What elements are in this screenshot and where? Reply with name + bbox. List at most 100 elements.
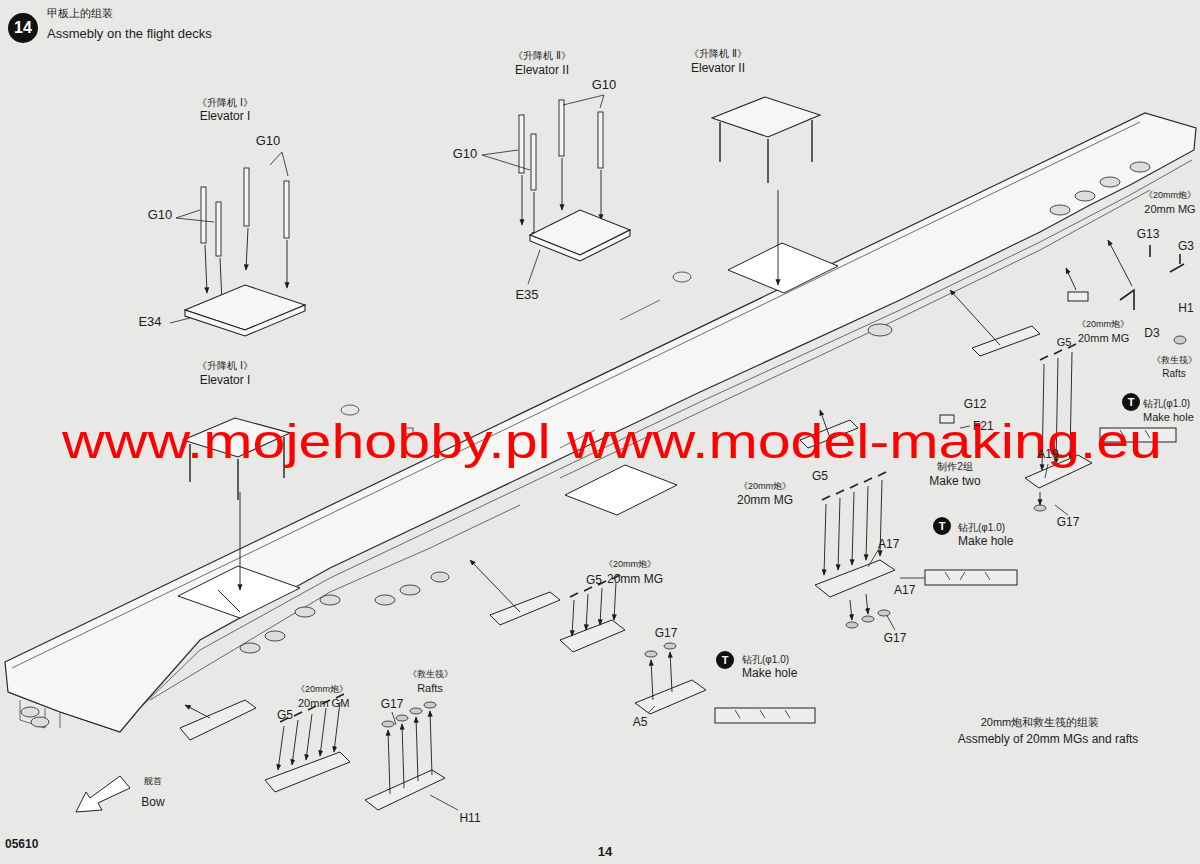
part-number: G3	[1178, 240, 1194, 254]
part-arrow	[778, 190, 779, 285]
deck-opening	[218, 590, 240, 612]
note-text: Rafts	[417, 682, 443, 695]
leader-line	[170, 318, 190, 323]
note-text: 20mm GM	[298, 697, 349, 710]
symbol-text: T	[1128, 397, 1135, 408]
note-text: Bow	[141, 796, 164, 810]
note-text: 《救生筏》	[1152, 355, 1197, 365]
part-arrow	[586, 594, 588, 630]
rafts	[846, 622, 858, 628]
elevator-part	[530, 230, 630, 261]
part-arrow	[388, 730, 390, 794]
elevator-part	[183, 97, 820, 457]
gun-sponson	[1130, 162, 1150, 172]
rafts	[1174, 336, 1186, 344]
note-text: 20mm MG	[1078, 332, 1129, 345]
note-text: 《20mm炮》	[1144, 190, 1196, 200]
part-arrow	[562, 158, 563, 210]
kit-number: 05610	[5, 838, 38, 852]
part-number: G5	[1057, 336, 1072, 349]
gun-sponson	[265, 631, 285, 641]
part-number: G5	[812, 470, 828, 484]
bow-arrow	[76, 776, 130, 812]
note-text: 《20mm炮》	[296, 684, 348, 694]
part-arrow	[185, 705, 210, 718]
note-text: 钻孔(φ1.0)	[958, 522, 1005, 534]
gun-sponson	[431, 572, 449, 582]
post-part	[598, 112, 603, 168]
rafts	[878, 610, 890, 616]
gun-strip	[180, 700, 256, 740]
note-text: Assmebly of 20mm MGs and rafts	[958, 733, 1139, 747]
part-number: D3	[1144, 327, 1159, 341]
drill-symbol: T	[716, 651, 734, 669]
post-part	[216, 202, 221, 256]
gun-sponson	[868, 324, 892, 336]
gun-sponson	[400, 585, 420, 595]
elevator-part	[185, 285, 305, 330]
note-text: 《20mm炮》	[1077, 319, 1129, 329]
part-arrow	[572, 600, 574, 636]
post-part	[244, 168, 249, 226]
note-text: 舰首	[144, 776, 162, 786]
rafts	[396, 715, 408, 721]
part-arrow	[402, 724, 404, 788]
gun-sponson	[21, 707, 39, 717]
part-arrow	[1040, 492, 1041, 505]
deck-detail	[900, 190, 1150, 318]
gun-strip	[635, 680, 706, 714]
part-arrow	[651, 660, 653, 700]
part-arrow	[824, 504, 826, 575]
leader-line	[176, 210, 214, 222]
note-text: Elevator II	[691, 62, 745, 76]
gun-strip	[925, 570, 1017, 585]
drill-symbol: T	[933, 517, 951, 535]
part-arrow	[670, 652, 672, 692]
part-arrow	[1066, 268, 1076, 290]
part-number: G5	[277, 709, 293, 723]
part-arrow	[430, 711, 432, 775]
gun-strip	[1068, 292, 1088, 301]
post-part	[519, 115, 524, 173]
elevator-part	[185, 305, 305, 336]
leader-line	[563, 95, 604, 108]
part-number: G17	[1057, 516, 1080, 530]
part-number: A19	[1037, 448, 1058, 462]
rafts	[410, 708, 422, 714]
note-text: 20mm MG	[737, 494, 793, 508]
note-text: 钻孔(φ1.0)	[1143, 398, 1190, 410]
gun-part	[1120, 290, 1134, 310]
rafts	[645, 651, 657, 657]
part-arrow	[1108, 240, 1132, 286]
leader-line	[430, 795, 458, 810]
note-text: 《升降机 Ⅱ》	[513, 50, 571, 62]
part-number: G5	[586, 574, 602, 588]
deck-marking	[673, 272, 691, 282]
note-text: 钻孔(φ1.0)	[742, 654, 789, 666]
part-arrow	[185, 158, 1132, 794]
rafts	[1034, 505, 1046, 511]
part-arrow	[320, 708, 326, 756]
elevator-part	[530, 210, 630, 255]
part-arrow	[614, 582, 616, 620]
rafts	[664, 643, 676, 649]
part-arrow	[850, 600, 852, 620]
gun-strip	[265, 752, 350, 792]
part-number: A5	[633, 716, 648, 730]
leader-line	[885, 505, 1068, 630]
part-arrow	[306, 714, 312, 760]
elevator-part	[712, 97, 820, 137]
note-text: Rafts	[1162, 368, 1185, 380]
part-arrow	[522, 175, 523, 225]
gun-sponson	[320, 595, 340, 605]
note-text: Make hole	[742, 667, 797, 681]
deck-detail	[8, 122, 1192, 732]
note-text: 甲板上的组装	[47, 7, 113, 20]
part-arrow	[601, 170, 602, 220]
leader-line	[868, 547, 925, 578]
leader-line	[482, 150, 530, 170]
part-arrow	[534, 192, 535, 238]
part-arrow	[470, 560, 520, 612]
deck-detail	[8, 692, 120, 732]
part-number: G17	[655, 627, 678, 641]
